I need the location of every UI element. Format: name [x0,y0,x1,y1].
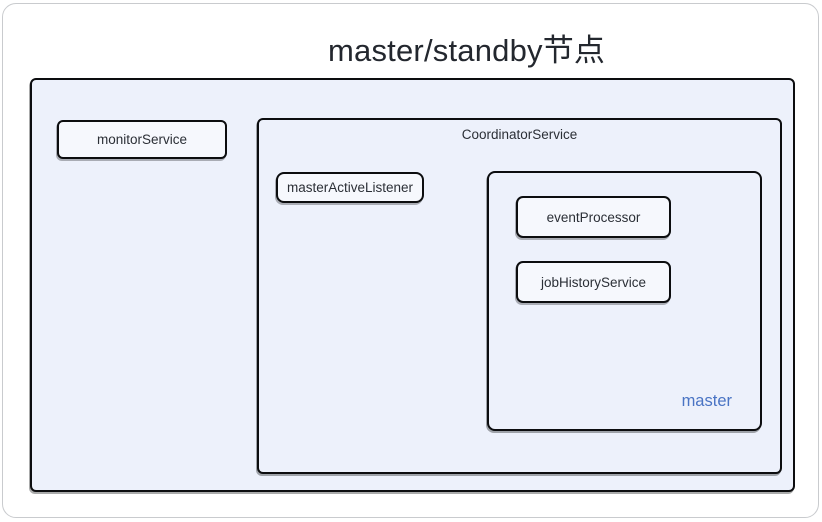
coordinator-service-label: CoordinatorService [461,127,578,142]
master-active-listener-box: masterActiveListener [276,172,424,203]
coordinator-service-box: CoordinatorService masterActiveListener … [257,118,782,474]
master-group-box: eventProcessor jobHistoryService master [487,171,762,431]
diagram-title: master/standby节点 [328,33,606,68]
monitor-service-box: monitorService [57,120,227,159]
node-container-box: monitorService CoordinatorService master… [30,78,795,492]
master-active-listener-label: masterActiveListener [286,180,414,195]
job-history-service-box: jobHistoryService [516,261,671,303]
job-history-service-label: jobHistoryService [540,274,647,290]
event-processor-label: eventProcessor [546,209,641,225]
event-processor-box: eventProcessor [516,196,671,238]
master-group-label: master [681,392,732,410]
monitor-service-label: monitorService [96,132,188,147]
